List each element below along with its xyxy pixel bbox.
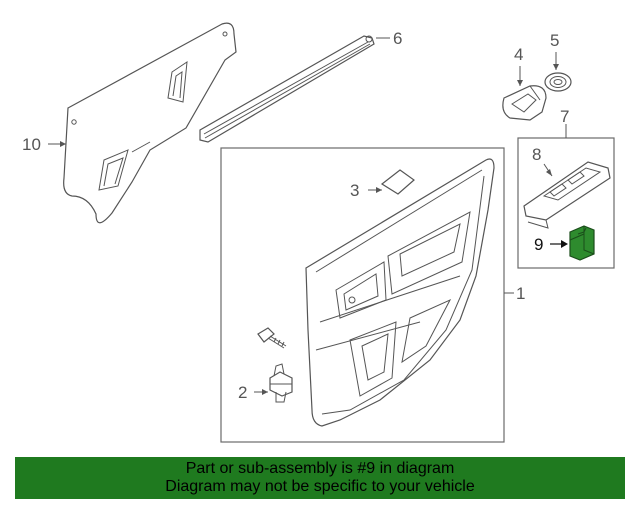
callout-1: 1 [516, 284, 525, 303]
callout-3: 3 [350, 181, 359, 200]
part-4-inside-handle[interactable] [502, 85, 547, 121]
part-5-cap[interactable] [544, 72, 572, 92]
callout-9: 9 [534, 235, 543, 254]
part-2-clip[interactable] [269, 363, 293, 403]
callout-6: 6 [393, 29, 402, 48]
banner-line-part: Part or sub-assembly is #9 in diagram [185, 460, 455, 477]
part-10-door-glass[interactable] [63, 22, 237, 224]
callout-7: 7 [560, 107, 569, 126]
callout-8: 8 [532, 145, 541, 164]
part-6-weatherstrip[interactable] [199, 35, 375, 143]
part-screw[interactable] [257, 327, 287, 349]
part-8-switch-bezel[interactable] [523, 161, 611, 229]
callout-5: 5 [550, 31, 559, 50]
part-3-pad[interactable] [380, 169, 415, 195]
part-1-door-trim[interactable] [305, 158, 495, 427]
banner-line-disclaimer: Diagram may not be specific to your vehi… [165, 478, 475, 495]
part-1-group-frame [220, 147, 505, 443]
part-info-banner: Part or sub-assembly is #9 in diagram Di… [15, 457, 625, 499]
parts-diagram: 10 6 4 5 7 8 [22, 22, 615, 443]
part-9-window-switch[interactable] [569, 225, 595, 261]
callout-2: 2 [238, 383, 247, 402]
callout-4: 4 [514, 45, 523, 64]
callout-10: 10 [22, 135, 41, 154]
